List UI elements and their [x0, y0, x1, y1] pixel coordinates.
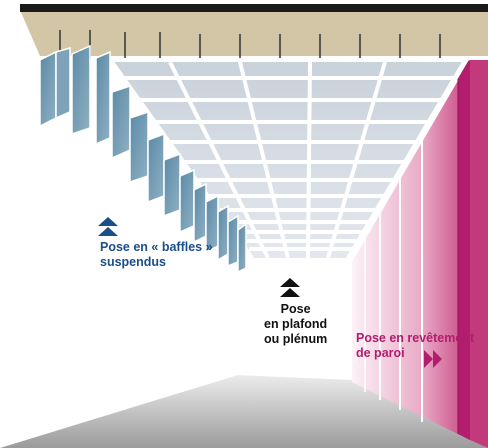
- baffles: [39, 44, 247, 274]
- suspension-rods: [59, 30, 441, 58]
- label-baffles: Pose en « baffles » suspendus: [100, 240, 213, 270]
- up-arrow-icon-baffles: [98, 217, 118, 236]
- wall-panels: [352, 60, 488, 448]
- right-arrow-icon-revetement: [424, 350, 442, 368]
- floor: [0, 375, 488, 448]
- label-plafond-line3: ou plénum: [264, 332, 328, 346]
- label-revetement-line2: de paroi: [356, 346, 405, 360]
- label-baffles-line1: Pose en « baffles »: [100, 240, 213, 254]
- ceiling-slab: [20, 4, 488, 56]
- up-arrow-icon-plafond: [280, 278, 300, 297]
- label-plafond-line2: en plafond: [264, 317, 328, 331]
- label-plafond-line1: Pose: [280, 302, 311, 316]
- label-baffles-line2: suspendus: [100, 255, 166, 269]
- label-plafond: Pose en plafond ou plénum: [264, 302, 327, 347]
- label-revetement: Pose en revêtement de paroi: [356, 331, 474, 361]
- label-revetement-line1: Pose en revêtement: [356, 331, 475, 345]
